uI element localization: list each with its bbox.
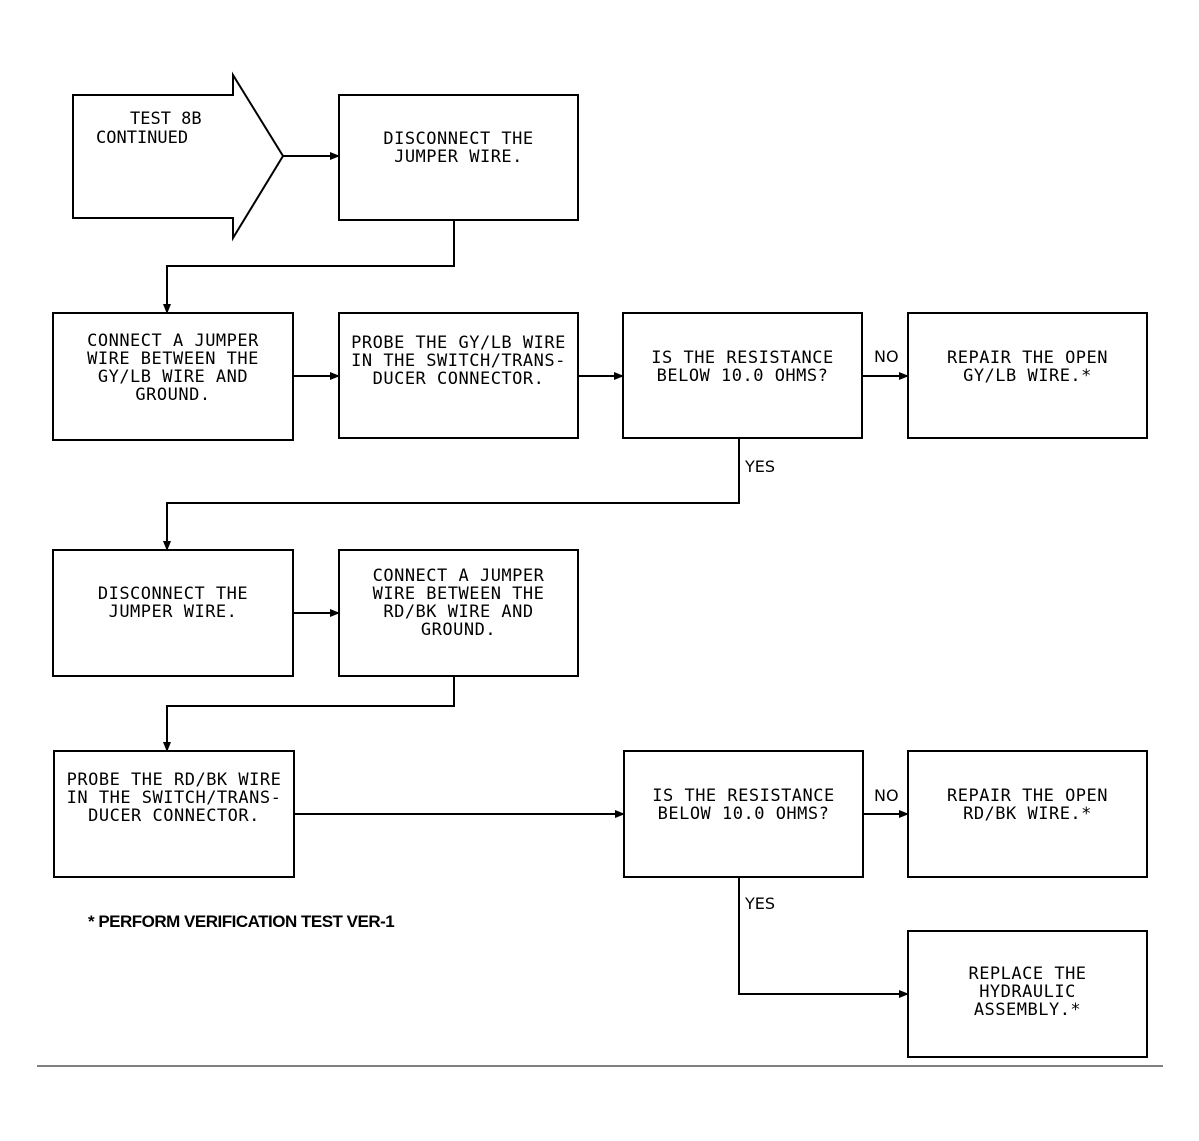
- text-connect-jumper-gylb: CONNECT A JUMPER WIRE BETWEEN THE GY/LB …: [87, 331, 259, 405]
- connector-yes-1: [163, 438, 740, 551]
- text-repair-rdbk: REPAIR THE OPEN RD/BK WIRE.*: [946, 786, 1109, 824]
- text-resistance-1: IS THE RESISTANCE BELOW 10.0 OHMS?: [651, 348, 834, 386]
- text-disconnect-1: DISCONNECT THE JUMPER WIRE.: [383, 128, 534, 167]
- text-disconnect-2: DISCONNECT THE JUMPER WIRE.: [97, 584, 249, 622]
- text-connect-jumper-rdbk: CONNECT A JUMPER WIRE BETWEEN THE RD/BK …: [372, 566, 545, 640]
- connector-yes-2: [738, 877, 909, 998]
- text-resistance-2: IS THE RESISTANCE BELOW 10.0 OHMS?: [652, 786, 835, 824]
- connector-disconnect-to-connect: [163, 220, 455, 314]
- text-repair-gylb: REPAIR THE OPEN GY/LB WIRE.*: [946, 348, 1109, 386]
- label-no-2: NO: [874, 786, 899, 805]
- text-probe-gylb: PROBE THE GY/LB WIRE IN THE SWITCH/TRANS…: [351, 332, 566, 389]
- start-label-line2: CONTINUED: [96, 128, 189, 148]
- text-replace-hydraulic: REPLACE THE HYDRAULIC ASSEMBLY.*: [968, 964, 1087, 1020]
- label-yes-1: YES: [745, 457, 776, 476]
- label-yes-2: YES: [745, 894, 776, 913]
- start-arrow-shape: [72, 71, 285, 242]
- label-no-1: NO: [874, 347, 899, 366]
- footnote-verification: * PERFORM VERIFICATION TEST VER-1: [88, 912, 395, 931]
- start-label-line1: TEST 8B: [130, 109, 202, 129]
- connector-connect-to-probe-rdbk: [163, 676, 455, 752]
- text-probe-rdbk: PROBE THE RD/BK WIRE IN THE SWITCH/TRANS…: [66, 770, 282, 826]
